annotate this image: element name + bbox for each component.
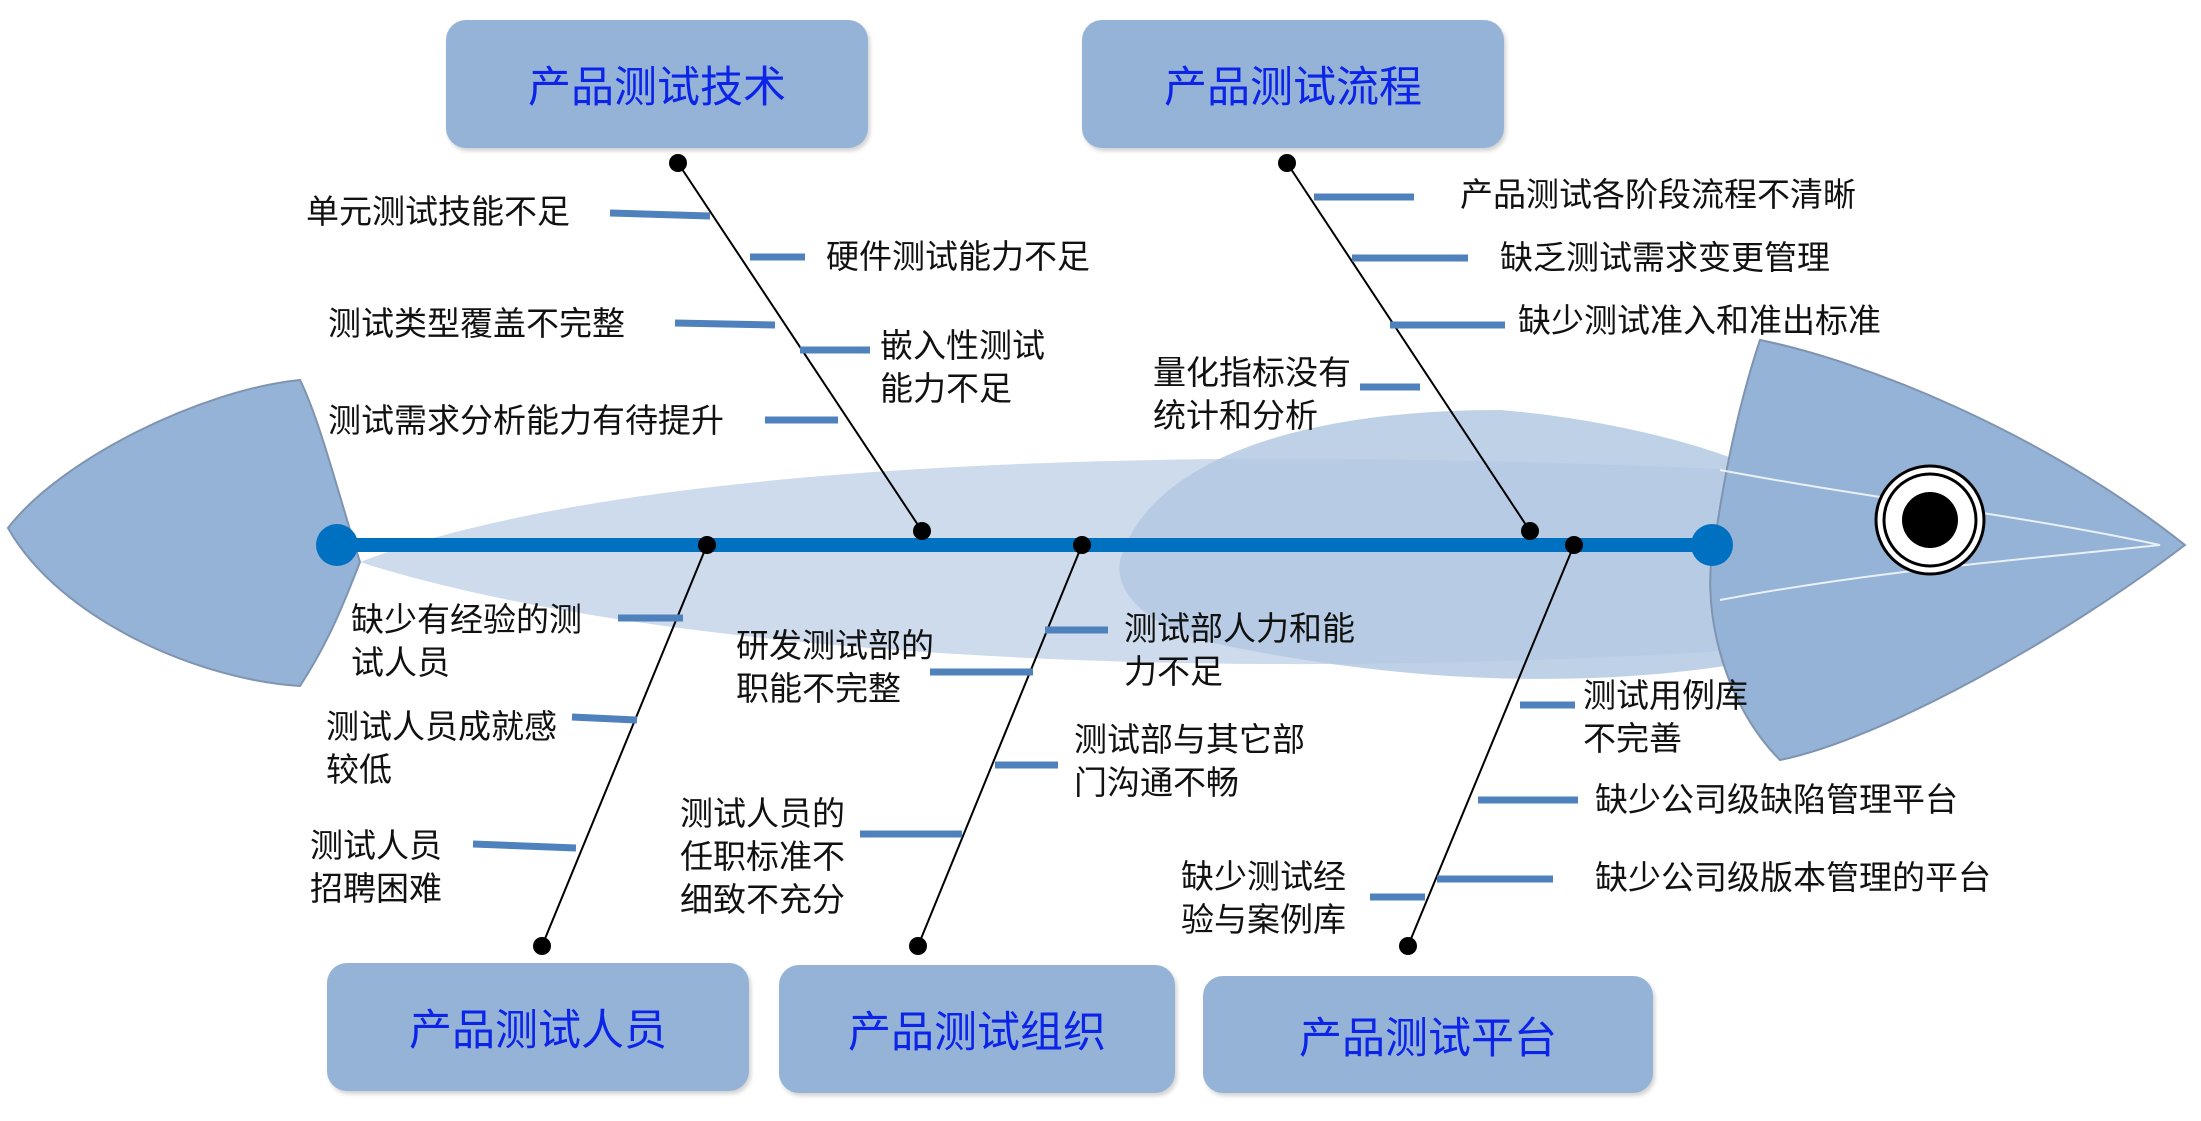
cause-tech-4-line1: 嵌入性测试 [880,326,1045,365]
cause-process-4-line2: 统计和分析 [1153,396,1318,435]
cause-people-2-line2: 较低 [326,750,392,789]
cause-platform-2: 缺少公司级缺陷管理平台 [1595,780,1958,819]
cause-platform-1-line2: 不完善 [1583,719,1682,758]
cause-process-1: 产品测试各阶段流程不清晰 [1460,175,1856,214]
dot-tech-top [669,154,687,172]
category-box-people: 产品测试人员 [327,963,749,1091]
category-box-process: 产品测试流程 [1082,20,1504,148]
spine-end-left [316,524,358,566]
cause-process-4: 量化指标没有 统计和分析 [1153,351,1351,437]
dot-people-bottom [533,937,551,955]
cause-tech-3: 测试类型覆盖不完整 [328,304,625,343]
category-label-org: 产品测试组织 [848,1008,1106,1058]
bone-process [1286,162,1531,532]
cause-tech-4-line2: 能力不足 [880,369,1012,408]
cause-org-2: 测试部人力和能 力不足 [1124,607,1355,693]
category-label-platform: 产品测试平台 [1299,1013,1557,1064]
bone-platform [1407,544,1575,947]
category-box-org: 产品测试组织 [779,965,1175,1093]
cause-people-3: 测试人员 招聘困难 [310,824,442,910]
category-box-platform: 产品测试平台 [1203,976,1653,1093]
cause-tech-5: 测试需求分析能力有待提升 [328,401,724,440]
bone-people [541,544,708,947]
dot-process-bottom [1521,522,1539,540]
cause-people-3-line1: 测试人员 [310,826,442,865]
cause-tech-1: 单元测试技能不足 [306,192,570,231]
cause-people-2: 测试人员成就感 较低 [326,705,557,791]
cause-org-1-line1: 研发测试部的 [736,626,934,665]
cause-people-1-line2: 试人员 [351,643,450,682]
dot-process-top [1278,154,1296,172]
dot-platform-top [1565,536,1583,554]
cause-org-2-line2: 力不足 [1124,652,1223,691]
cause-org-3-line1: 测试部与其它部 [1074,720,1305,759]
cause-process-2: 缺乏测试需求变更管理 [1500,238,1830,277]
category-label-people: 产品测试人员 [409,1006,667,1056]
bone-org [917,544,1083,947]
cause-org-4-line3: 细致不充分 [680,880,845,919]
category-box-tech: 产品测试技术 [446,20,868,148]
dot-platform-bottom [1399,937,1417,955]
cause-platform-1: 测试用例库 不完善 [1583,674,1748,760]
dot-org-top [1073,536,1091,554]
cause-platform-3-line1: 缺少测试经 [1181,857,1346,896]
cause-org-1-line2: 职能不完整 [736,669,901,708]
cause-org-4: 测试人员的 任职标准不 细致不充分 [680,792,845,921]
dot-org-bottom [909,937,927,955]
cause-org-2-line1: 测试部人力和能 [1124,609,1355,648]
cause-org-1: 研发测试部的 职能不完整 [736,624,934,710]
category-label-tech: 产品测试技术 [528,63,786,113]
cause-org-4-line1: 测试人员的 [680,794,845,833]
cause-org-3: 测试部与其它部 门沟通不畅 [1074,718,1305,804]
fish-tail [6,378,362,688]
cause-org-4-line2: 任职标准不 [680,837,845,876]
fish-gill-line [1719,469,2161,601]
tick-tech-3 [674,319,776,329]
cause-process-3: 缺少测试准入和准出标准 [1518,301,1881,340]
fish-eye-pupil [1902,492,1958,548]
cause-platform-1-line1: 测试用例库 [1583,676,1748,715]
tick-tech-1 [609,209,711,220]
cause-tech-2: 硬件测试能力不足 [826,237,1090,276]
category-label-process: 产品测试流程 [1164,63,1422,113]
dot-people-top [698,536,716,554]
spine-end-right [1691,524,1733,566]
tick-people-3 [472,840,577,852]
cause-people-2-line1: 测试人员成就感 [326,707,557,746]
cause-org-3-line2: 门沟通不畅 [1074,763,1239,802]
cause-platform-3: 缺少测试经 验与案例库 [1181,855,1346,941]
dot-tech-bottom [913,522,931,540]
cause-process-4-line1: 量化指标没有 [1153,353,1351,392]
cause-people-1-line1: 缺少有经验的测 [351,600,582,639]
cause-people-3-line2: 招聘困难 [310,869,442,908]
cause-platform-4: 缺少公司级版本管理的平台 [1595,858,1991,897]
cause-people-1: 缺少有经验的测 试人员 [351,598,582,684]
tick-people-2 [571,713,638,724]
cause-platform-3-line2: 验与案例库 [1181,900,1346,939]
cause-tech-4: 嵌入性测试 能力不足 [880,324,1045,410]
